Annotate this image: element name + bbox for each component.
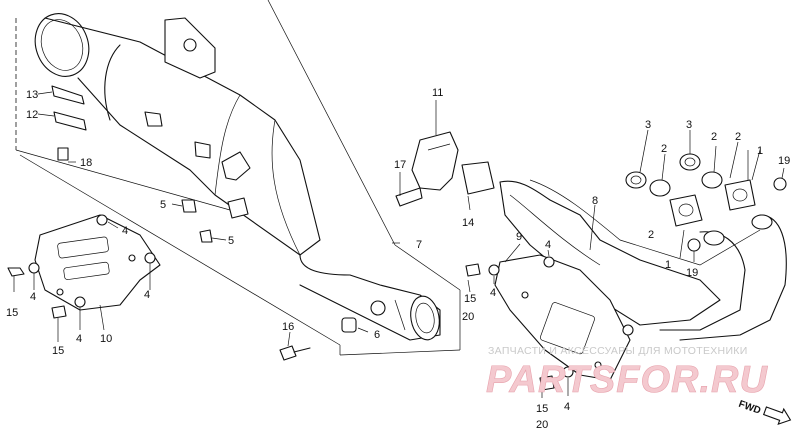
label-13: 13 bbox=[26, 89, 38, 101]
label-19-right: 19 bbox=[778, 155, 790, 167]
label-4-center: 4 bbox=[490, 287, 496, 299]
watermark-logo: PARTSFOR.RU bbox=[486, 359, 768, 401]
label-2-a: 2 bbox=[661, 143, 667, 155]
label-8: 8 bbox=[592, 195, 598, 207]
leader-lines bbox=[13, 91, 785, 398]
label-11: 11 bbox=[432, 87, 443, 99]
label-3-left: 3 bbox=[645, 119, 651, 131]
label-19-lower: 19 bbox=[686, 267, 698, 279]
label-15-bottom: 15 bbox=[52, 345, 64, 357]
exhaust-pipe-assembly bbox=[395, 131, 787, 381]
label-4-plate-upper: 4 bbox=[545, 239, 551, 251]
label-15-bottom-right: 15 bbox=[536, 403, 548, 415]
watermark: ЗАПЧАСТИ И АКСЕССУАРЫ ДЛЯ МОТОТЕХНИКИ PA… bbox=[486, 345, 768, 401]
label-7: 7 bbox=[416, 239, 422, 251]
label-14: 14 bbox=[462, 217, 474, 229]
label-4-bottom: 4 bbox=[76, 333, 82, 345]
label-3-right: 3 bbox=[686, 119, 692, 131]
label-5-upper: 5 bbox=[160, 199, 166, 211]
heat-guard-plate bbox=[34, 214, 161, 311]
watermark-tagline: ЗАПЧАСТИ И АКСЕССУАРЫ ДЛЯ МОТОТЕХНИКИ bbox=[488, 345, 748, 357]
fwd-arrow-icon bbox=[762, 406, 792, 425]
label-1-right: 1 bbox=[757, 145, 763, 157]
label-10: 10 bbox=[100, 333, 112, 345]
label-9: 9 bbox=[516, 231, 522, 243]
label-4-bottom-right: 4 bbox=[564, 401, 570, 413]
label-6: 6 bbox=[374, 329, 380, 341]
label-16: 16 bbox=[282, 321, 294, 333]
label-4-plate-top: 4 bbox=[122, 225, 128, 237]
label-2-d: 2 bbox=[648, 229, 654, 241]
muffler bbox=[34, 13, 441, 341]
label-15-center: 15 bbox=[464, 293, 476, 305]
label-5-lower: 5 bbox=[228, 235, 234, 247]
label-4-plate-right: 4 bbox=[144, 289, 150, 301]
label-20-bottom-right: 20 bbox=[536, 419, 548, 431]
label-15-left: 15 bbox=[6, 307, 18, 319]
label-4-left: 4 bbox=[30, 291, 36, 303]
label-17: 17 bbox=[394, 159, 406, 171]
fwd-label: FWD bbox=[737, 399, 762, 417]
label-12: 12 bbox=[26, 109, 38, 121]
label-2-c: 2 bbox=[735, 131, 741, 143]
left-fasteners bbox=[7, 85, 357, 361]
label-20-center: 20 bbox=[462, 311, 474, 323]
label-18: 18 bbox=[80, 157, 92, 169]
label-2-b: 2 bbox=[711, 131, 717, 143]
callout-labels: 13 12 18 5 5 4 4 4 4 15 15 10 16 6 7 11 … bbox=[6, 87, 790, 431]
label-1-lower: 1 bbox=[665, 259, 671, 271]
